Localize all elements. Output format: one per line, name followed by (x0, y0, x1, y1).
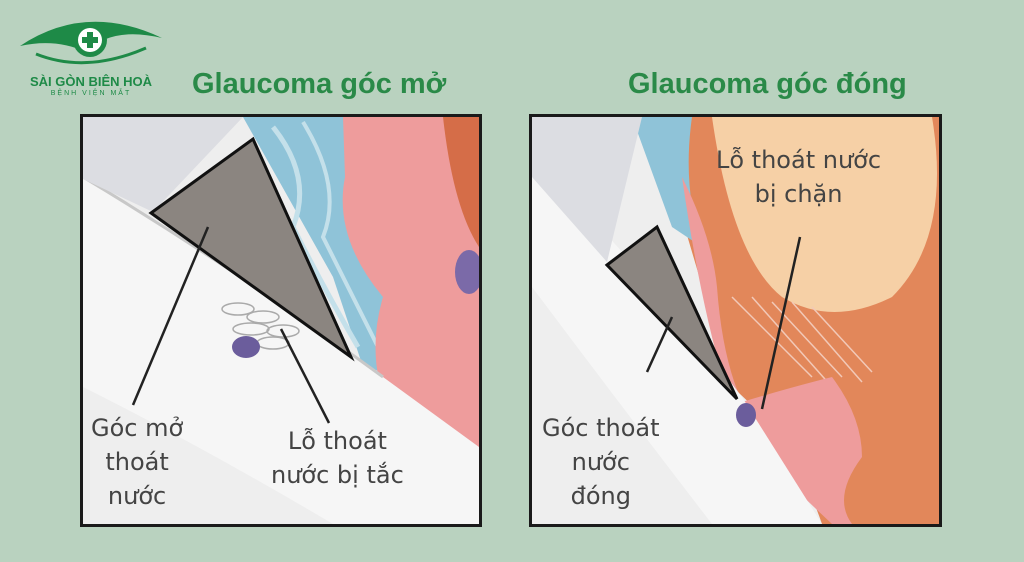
closed-angle-label: Góc thoát nước đóng (542, 411, 660, 513)
title-open-angle: Glaucoma góc mở (192, 68, 447, 100)
logo: SÀI GÒN BIÊN HOÀ BỆNH VIỆN MẮT (16, 8, 166, 108)
logo-name: SÀI GÒN BIÊN HOÀ (29, 74, 153, 89)
open-angle-panel: Góc mở thoát nước Lỗ thoát nước bị tắc (80, 114, 482, 527)
open-angle-label-line-1: Góc mở (91, 414, 184, 442)
closed-drain-label-line-2: bị chặn (754, 180, 843, 208)
closed-angle-label-line-3: đóng (570, 482, 631, 510)
open-angle-label-line-3: nước (107, 482, 167, 510)
closed-angle-diagram (532, 117, 939, 524)
open-drain-label-line-1: Lỗ thoát (287, 427, 387, 455)
closed-drain-label: Lỗ thoát nước bị chặn (716, 143, 881, 211)
title-closed-angle: Glaucoma góc đóng (628, 68, 907, 100)
open-angle-label-line-2: thoát (105, 448, 169, 476)
open-angle-label: Góc mở thoát nước (91, 411, 183, 513)
open-angle-diagram (83, 117, 479, 524)
closed-angle-label-line-2: nước (571, 448, 630, 476)
closed-drain-label-line-1: Lỗ thoát nước (716, 146, 882, 174)
closed-angle-panel: Lỗ thoát nước bị chặn Góc thoát nước đón… (529, 114, 942, 527)
open-drain-label: Lỗ thoát nước bị tắc (271, 424, 404, 492)
open-drain-label-line-2: nước bị tắc (271, 461, 404, 489)
eye-cross-icon (20, 21, 162, 65)
closed-angle-label-line-1: Góc thoát (542, 414, 660, 442)
logo-subtitle: BỆNH VIỆN MẮT (50, 90, 132, 97)
